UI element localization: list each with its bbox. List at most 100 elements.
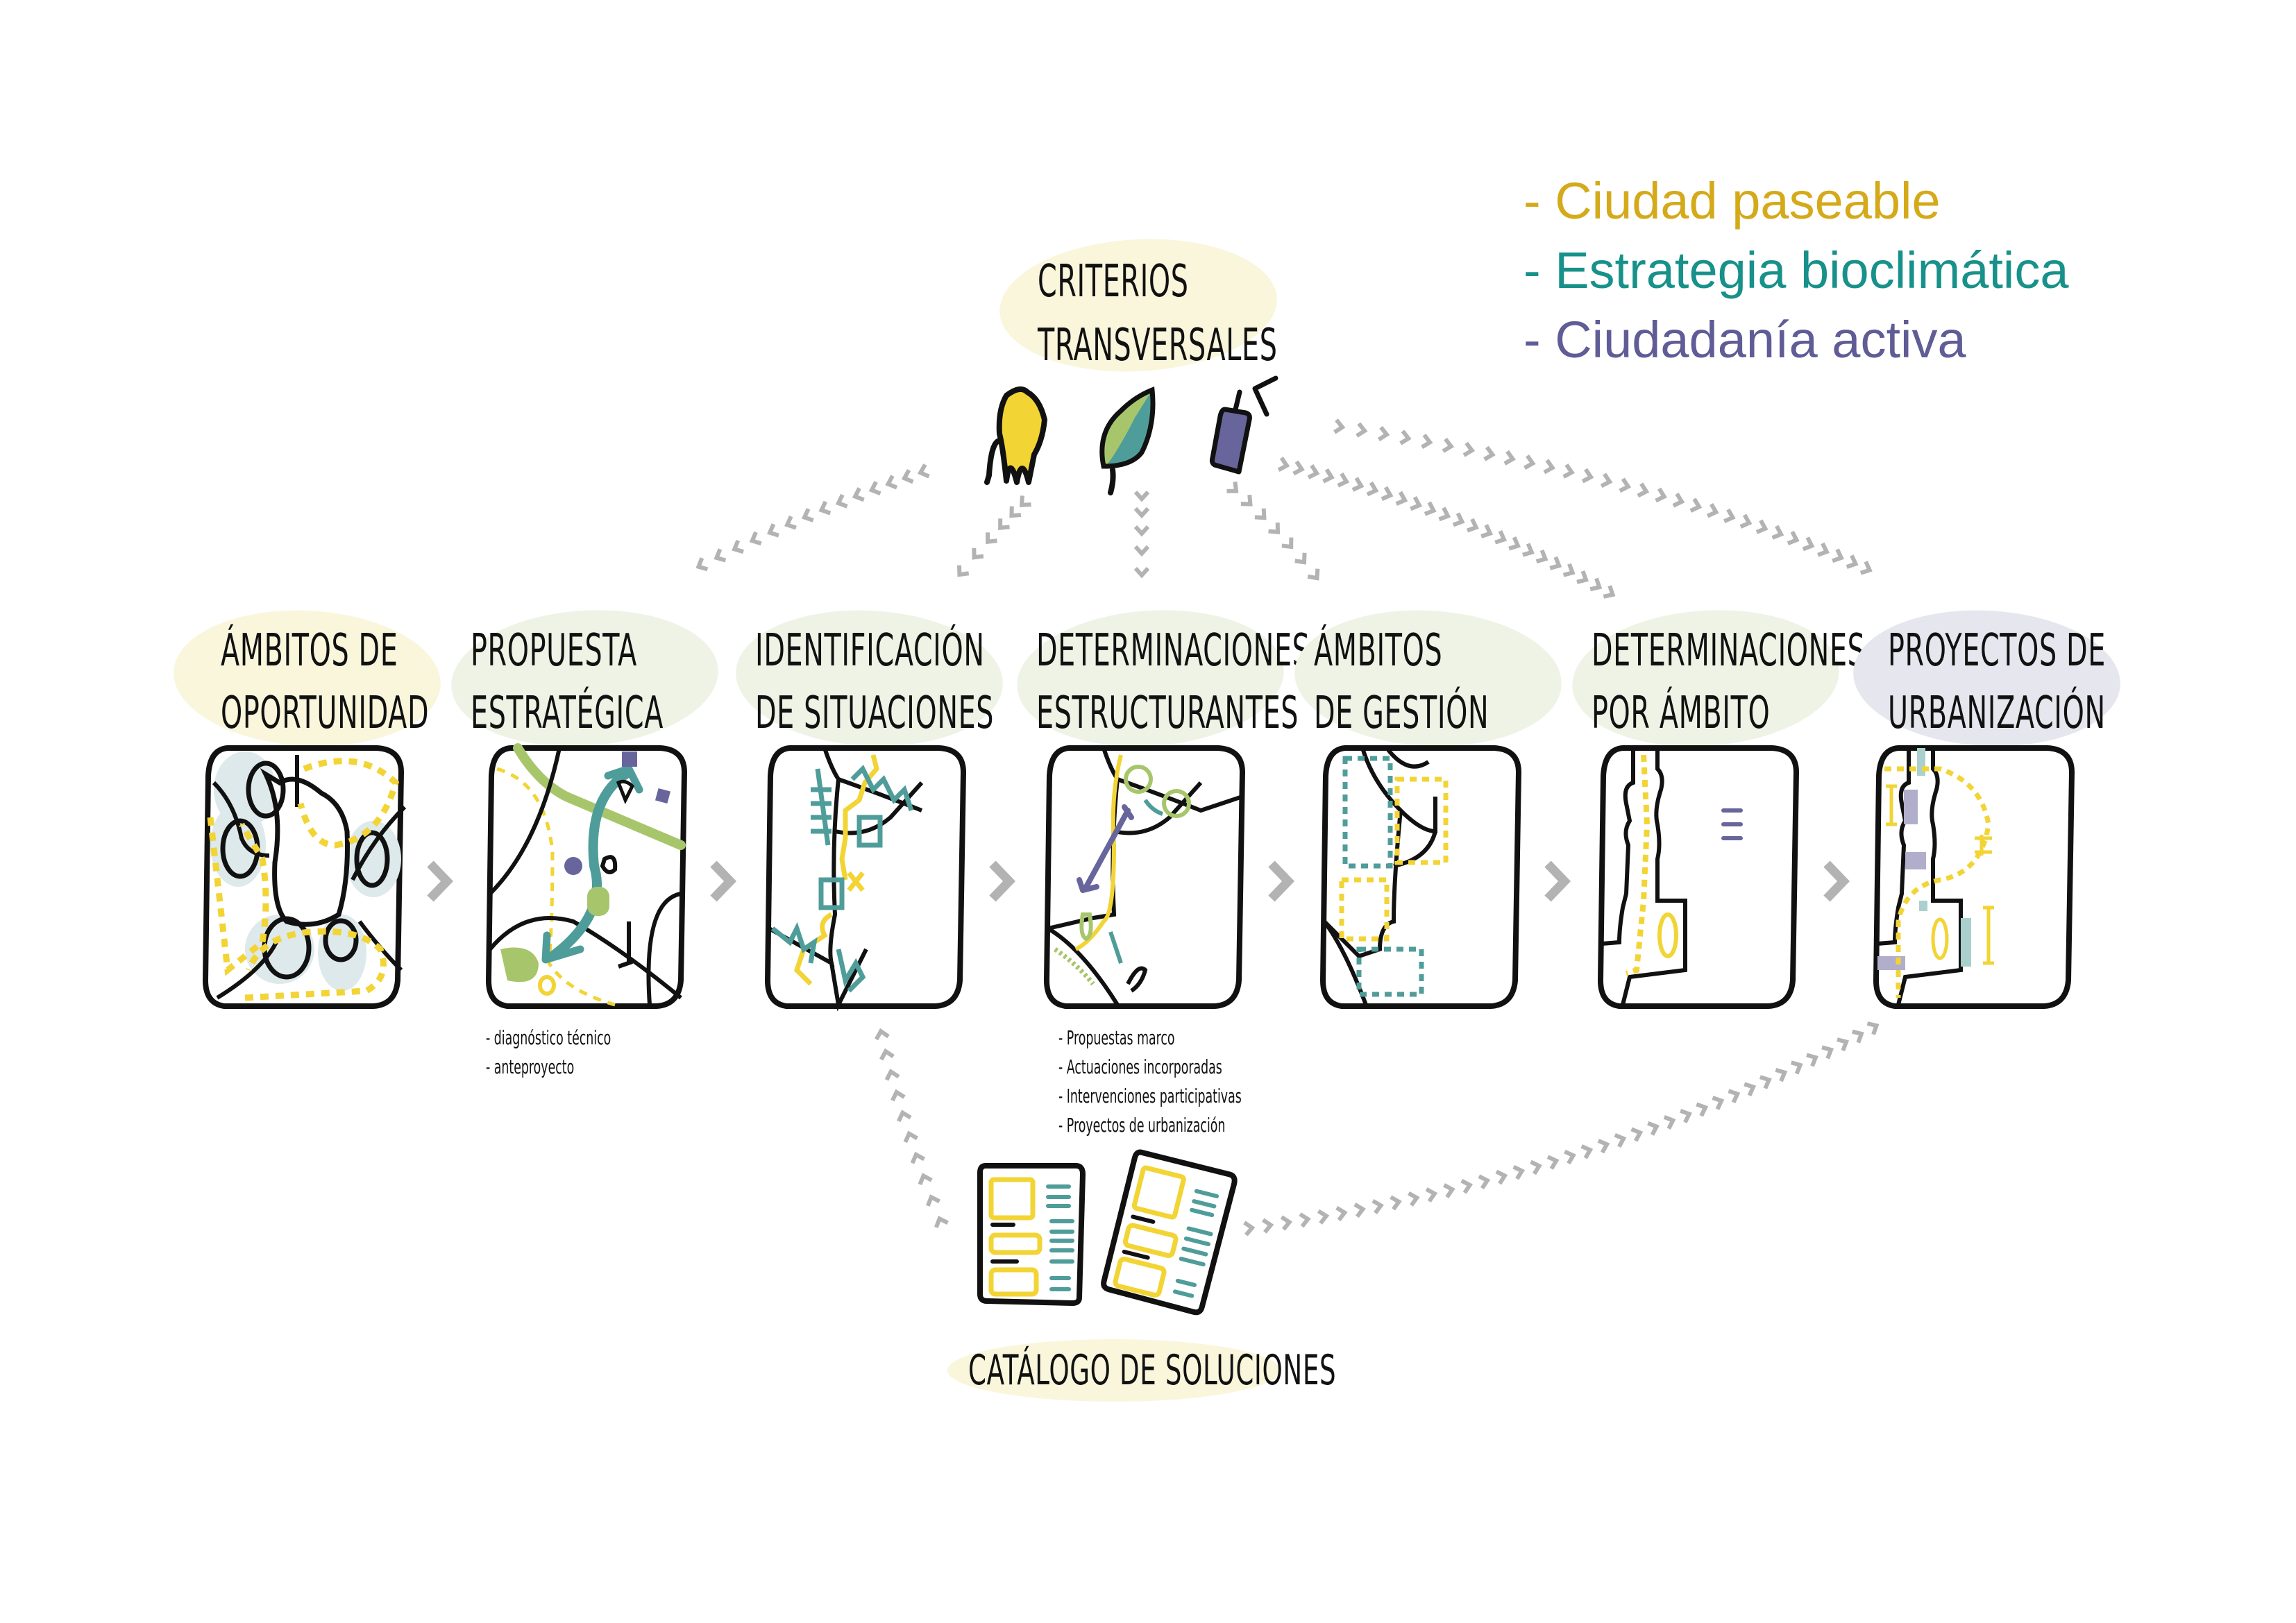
- chevron-mark: [1299, 1212, 1311, 1228]
- chevron-mark: [1655, 487, 1667, 503]
- chevron-mark: [1133, 525, 1150, 537]
- arrow-criterios-to-step1: [695, 464, 930, 572]
- chevron-mark: [1630, 1127, 1644, 1142]
- step-4-notes: - Propuestas marco - Actuaciones incorpo…: [1058, 1026, 1242, 1137]
- map-panel-ambitos-oportunidad: [202, 745, 407, 1009]
- chevron-mark: [1821, 1045, 1834, 1060]
- chevron-mark: [1452, 512, 1465, 527]
- chevron-mark: [1581, 468, 1594, 484]
- chevron-mark: [1333, 418, 1346, 434]
- chevron-mark: [749, 531, 762, 546]
- chevron-mark: [1366, 481, 1379, 497]
- arrow-criterios-to-step7: [1333, 418, 1873, 575]
- map-panel-propuesta-estrategica: [485, 743, 688, 1009]
- step-2-title: propuestaestratégica: [471, 625, 664, 739]
- chevron-mark: [1443, 1183, 1455, 1198]
- chevron-mark: [1580, 1144, 1594, 1159]
- chevron-mark: [784, 515, 797, 530]
- chevron-mark: [1292, 460, 1305, 476]
- chevron-mark: [986, 532, 997, 545]
- chevron-mark: [1790, 1060, 1803, 1075]
- chevron-mark: [1268, 522, 1281, 534]
- chevron-mark: [884, 1069, 900, 1081]
- chevron-mark: [1425, 1187, 1438, 1203]
- chevron-mark: [1410, 495, 1423, 511]
- chevron-mark: [879, 1048, 895, 1061]
- legend-item-estrategia-bioclimatica: - Estrategia bioclimática: [1523, 241, 2069, 299]
- chevron-mark: [998, 518, 1010, 531]
- chevron-mark: [835, 493, 848, 509]
- chevron-mark: [1832, 548, 1844, 563]
- megaphone-icon: [1209, 375, 1278, 475]
- chevron-mark: [1322, 468, 1335, 484]
- chevron-mark: [1478, 1174, 1491, 1190]
- chevron-right-icon-1: [427, 860, 454, 902]
- chevron-mark: [1523, 454, 1536, 470]
- chevron-mark: [1530, 1159, 1542, 1175]
- step-2-notes: - diagnóstico técnico - anteproyecto: [486, 1026, 611, 1078]
- chevron-mark: [1549, 556, 1562, 570]
- chevron-mark: [1837, 1037, 1849, 1052]
- chevron-mark: [1240, 494, 1253, 507]
- chevron-mark: [1408, 1191, 1420, 1207]
- chevron-mark: [1254, 508, 1267, 520]
- chevron-mark: [1395, 491, 1408, 506]
- map-panel-ambitos-gestion: [1319, 745, 1522, 1009]
- chevron-mark: [1728, 1089, 1741, 1104]
- step-6-title: determinacionespor ámbito: [1592, 625, 1866, 739]
- chevron-mark: [801, 508, 814, 522]
- chevron-mark: [890, 1089, 906, 1102]
- chevron-right-icon-4: [1268, 860, 1295, 902]
- chevron-mark: [925, 1194, 941, 1207]
- chevron-mark: [1133, 490, 1150, 502]
- arrow-catalogo-to-step7: [1243, 1021, 1880, 1237]
- chevron-mark: [1381, 486, 1394, 501]
- chevron-mark: [1508, 536, 1521, 551]
- document-sheets-icon: [977, 1149, 1238, 1316]
- chevron-mark: [1600, 473, 1613, 488]
- chevron-mark: [1020, 495, 1031, 507]
- chevron-mark: [1866, 1021, 1880, 1035]
- chevron-mark: [934, 1216, 949, 1228]
- chevron-mark: [1226, 481, 1239, 493]
- chevron-mark: [714, 548, 727, 563]
- walking-person-icon: [984, 386, 1047, 485]
- chevron-mark: [695, 557, 709, 572]
- chevron-mark: [1817, 542, 1830, 557]
- chevron-mark: [1696, 1102, 1709, 1117]
- chevron-mark: [1739, 513, 1753, 529]
- chevron-mark: [1438, 507, 1451, 522]
- chevron-mark: [1706, 502, 1719, 518]
- legend-item-ciudadania-activa: - Ciudadanía activa: [1523, 311, 1966, 368]
- chevron-mark: [1494, 530, 1508, 545]
- chevron-mark: [1280, 1215, 1293, 1231]
- catalogo-label: Catálogo de soluciones: [968, 1346, 1337, 1395]
- chevron-mark: [1603, 585, 1616, 599]
- chevron-mark: [1546, 1155, 1560, 1170]
- chevron-mark: [1589, 577, 1603, 592]
- chevron-mark: [818, 500, 832, 516]
- chevron-mark: [1467, 518, 1479, 533]
- chevron-mark: [1495, 1169, 1508, 1185]
- chevron-mark: [1771, 525, 1784, 540]
- chevron-mark: [1351, 477, 1365, 492]
- chevron-mark: [1597, 1139, 1610, 1154]
- chevron-mark: [1846, 554, 1859, 569]
- chevron-mark: [1712, 1096, 1725, 1110]
- legend-item-ciudad-paseable: - Ciudad paseable: [1523, 172, 1941, 230]
- chevron-mark: [1802, 536, 1815, 552]
- chevron-mark: [903, 1130, 918, 1144]
- criterios-title: Criterios transversales: [1038, 256, 1278, 371]
- map-panel-identificacion-situaciones: [764, 745, 967, 1012]
- chevron-mark: [910, 1151, 926, 1164]
- chevron-mark: [1307, 464, 1320, 479]
- map-panel-determinaciones-estructurantes: [1043, 745, 1246, 1009]
- chevron-mark: [1307, 568, 1320, 581]
- chevron-mark: [1562, 463, 1575, 479]
- chevron-right-icon-2: [710, 860, 737, 902]
- chevron-mark: [766, 523, 779, 538]
- chevron-mark: [1852, 1029, 1864, 1044]
- chevron-mark: [1672, 492, 1685, 508]
- chevron-mark: [1317, 1209, 1330, 1225]
